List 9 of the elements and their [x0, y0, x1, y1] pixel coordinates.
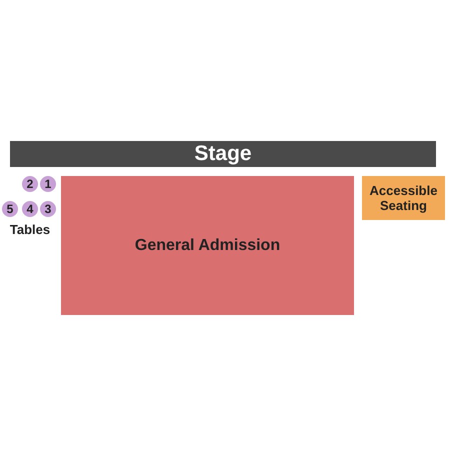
table-circle: 3 — [40, 201, 56, 217]
table-circle: 1 — [40, 176, 56, 192]
general-admission-area: General Admission — [61, 176, 354, 315]
stage-band: Stage — [10, 141, 436, 167]
table-circle: 2 — [22, 176, 38, 192]
table-circle: 4 — [22, 201, 38, 217]
accessible-seating-area: Accessible Seating — [362, 176, 445, 220]
table-circle: 5 — [2, 201, 18, 217]
tables-label: Tables — [8, 222, 52, 237]
